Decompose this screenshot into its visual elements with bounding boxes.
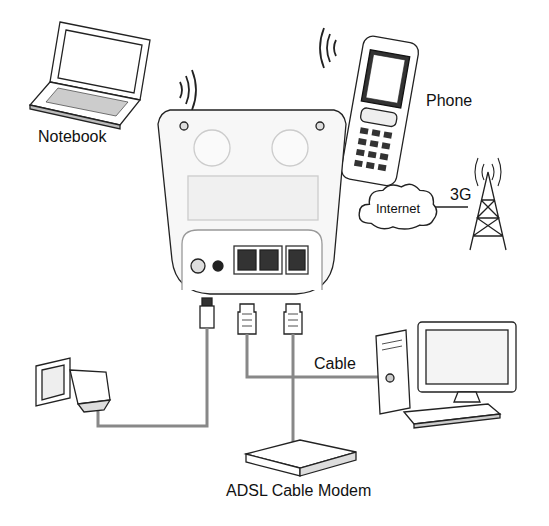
node-text: Internet [356,201,440,216]
part-label: 3G [450,186,471,204]
cell-tower [430,158,506,250]
notebook-icon [30,22,150,129]
wifi-waves [180,28,336,110]
pc-icon [376,322,516,428]
part-label: Cable [314,355,356,373]
part-label: Notebook [38,128,107,146]
part-label: ADSL Cable Modem [226,482,371,500]
plugs [200,298,302,334]
phone-icon [340,35,420,188]
cloud-node: Internet [356,180,440,232]
router-body [158,110,346,294]
modem-icon [246,440,356,476]
part-label: Phone [426,92,472,110]
power-adapter [36,358,110,412]
wires [98,328,378,442]
